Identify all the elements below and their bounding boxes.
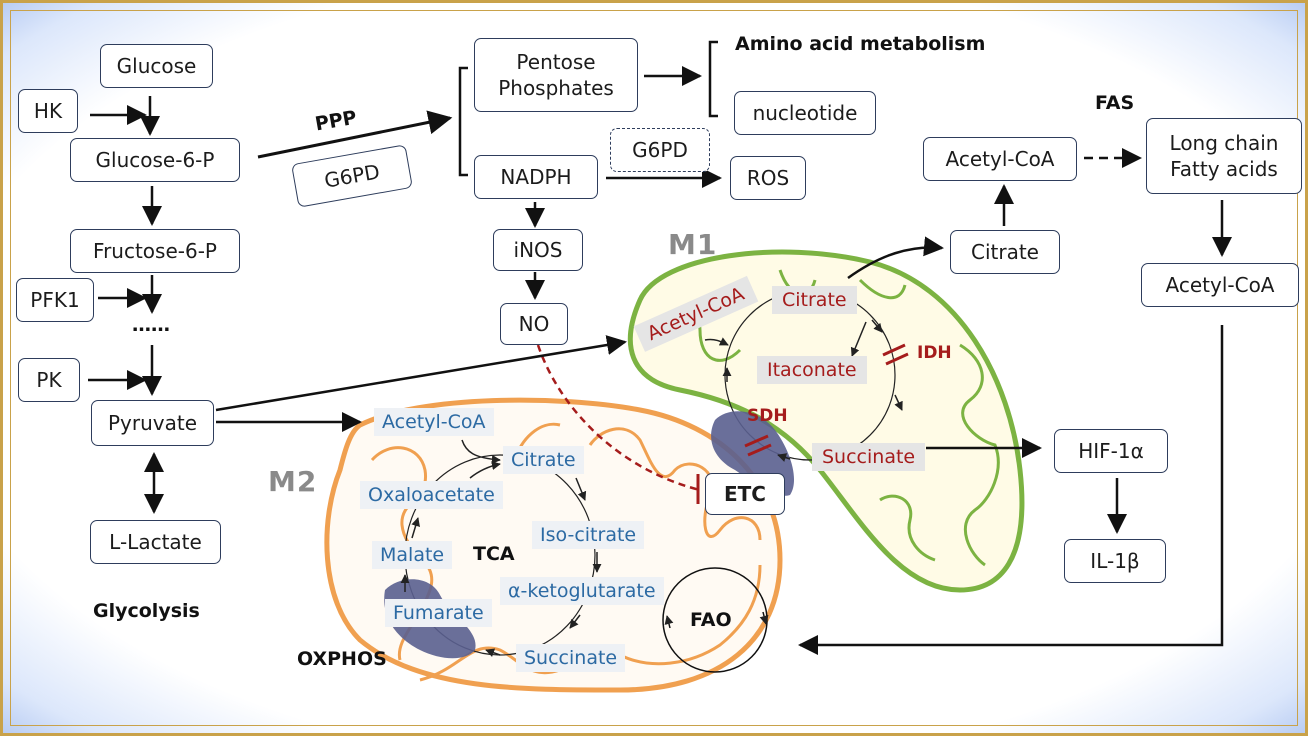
nucleotide-box: nucleotide xyxy=(734,91,876,135)
sdh-bar-2 xyxy=(747,443,772,457)
m1-succinate: Succinate xyxy=(812,443,926,471)
long-chain-fatty-acids-box: Long chain Fatty acids xyxy=(1146,118,1302,194)
acetyl-coa-top-box: Acetyl-CoA xyxy=(923,137,1077,181)
tca-label: TCA xyxy=(473,543,515,565)
arrow-ppp xyxy=(257,110,453,159)
m2-iso-citrate: Iso-citrate xyxy=(532,521,645,549)
m2-malate: Malate xyxy=(372,541,453,569)
amino-acid-label: Amino acid metabolism xyxy=(735,33,986,55)
arrow-m1-cycle-right xyxy=(894,394,903,411)
il-1b-box: IL-1β xyxy=(1064,539,1166,583)
m2-acetyl-coa: Acetyl-CoA xyxy=(374,408,494,436)
fructose-6-p-box: Fructose-6-P xyxy=(70,229,240,273)
no-inhibits-etc xyxy=(536,344,701,492)
glycolysis-label: Glycolysis xyxy=(93,600,200,622)
dots-label: …… xyxy=(132,314,170,336)
ppp-bracket xyxy=(458,66,468,177)
lactate-box: L-Lactate xyxy=(90,520,221,564)
amino-bracket xyxy=(708,40,718,118)
glucose-box: Glucose xyxy=(100,44,213,88)
arrow-m2-acetyl-citrate xyxy=(461,439,501,464)
ros-box: ROS xyxy=(730,156,806,200)
acetyl-coa-right-box: Acetyl-CoA xyxy=(1141,263,1299,307)
inos-box: iNOS xyxy=(493,229,583,271)
hk-box: HK xyxy=(18,89,78,133)
arrow-fao-1 xyxy=(759,611,769,625)
m1-mitochondrion-outer xyxy=(627,249,1025,593)
nadph-box: NADPH xyxy=(474,155,598,199)
m2-label: M2 xyxy=(268,465,318,498)
arrow-m2-mal-oaa xyxy=(411,517,420,539)
m2-succinate: Succinate xyxy=(516,644,626,672)
arrow-m2-succ-fum xyxy=(485,648,501,657)
arrow-m2-citrate-iso xyxy=(575,477,587,501)
fas-label: FAS xyxy=(1095,92,1135,114)
pyruvate-box: Pyruvate xyxy=(91,400,214,446)
g6pd-dashed-box: G6PD xyxy=(610,128,710,172)
idh-label: IDH xyxy=(917,343,952,363)
m1-citrate: Citrate xyxy=(772,286,857,314)
m2-alpha-ketoglutarate: α-ketoglutarate xyxy=(500,577,664,605)
fao-label: FAO xyxy=(690,609,732,631)
hif-1a-box: HIF-1α xyxy=(1054,429,1168,473)
frame-inner-border xyxy=(10,10,1298,726)
glucose-6-p-box: Glucose-6-P xyxy=(70,138,240,182)
no-box: NO xyxy=(500,303,568,345)
arrow-m1-cycle-top xyxy=(871,319,883,333)
arrow-pyruvate-m1 xyxy=(215,335,627,412)
arrow-m2-oaa-citrate xyxy=(469,461,501,479)
arrow-m1-citrate-export xyxy=(847,236,944,280)
idh-bar-1 xyxy=(882,343,906,357)
arrow-m1-cycle-bottom xyxy=(777,453,791,462)
etc-box: ETC xyxy=(705,473,785,515)
pentose-phosphates-box: Pentose Phosphates xyxy=(474,38,638,112)
arrow-m1-citrate-itaconate xyxy=(850,321,867,357)
arrow-acetylcoa-fao xyxy=(798,325,1224,655)
sdh-bar-1 xyxy=(744,434,769,448)
sdh-label: SDH xyxy=(747,406,788,426)
arrow-m1-acetyl-cycle xyxy=(704,337,729,346)
citrate-top-box: Citrate xyxy=(950,230,1060,274)
m2-oxaloacetate: Oxaloacetate xyxy=(360,481,503,509)
m2-fumarate: Fumarate xyxy=(385,599,492,627)
arrow-m2-akg-succ xyxy=(569,614,581,629)
oxphos-label: OXPHOS xyxy=(297,648,387,670)
m2-citrate: Citrate xyxy=(503,446,584,474)
pk-box: PK xyxy=(18,358,80,402)
m1-itaconate: Itaconate xyxy=(757,356,867,384)
arrow-fao-2 xyxy=(664,615,674,629)
m1-label: M1 xyxy=(668,228,718,261)
idh-bar-2 xyxy=(885,352,909,366)
pfk1-box: PFK1 xyxy=(16,278,94,322)
